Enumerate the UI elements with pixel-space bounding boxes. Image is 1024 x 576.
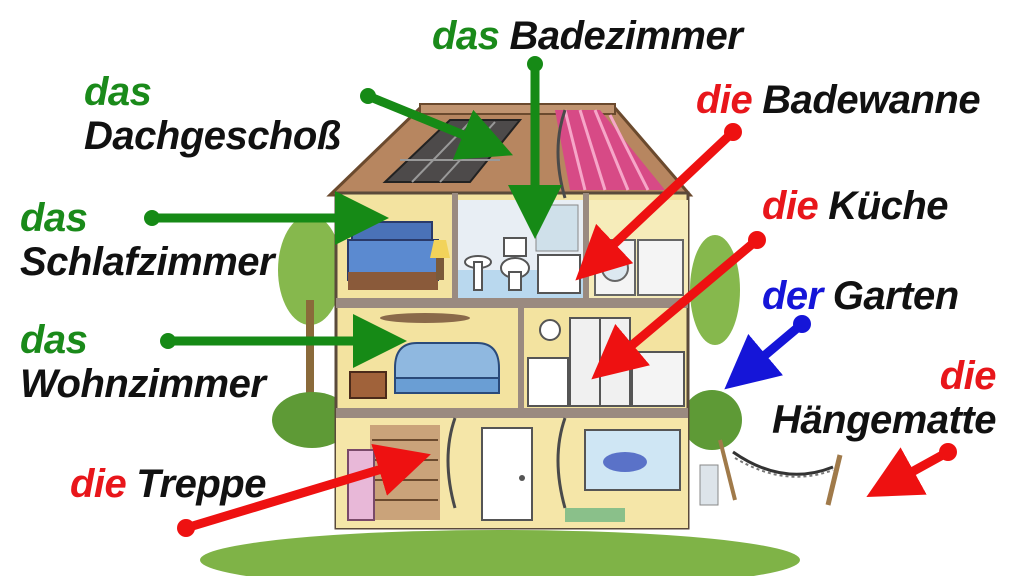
label-haengematte: die Hängematte: [746, 354, 996, 442]
label-schlafzimmer: das Schlafzimmer: [20, 196, 275, 284]
noun: Schlafzimmer: [20, 240, 275, 284]
noun: Treppe: [136, 462, 266, 506]
arrow-kueche: [591, 236, 760, 380]
basement: [336, 109, 688, 528]
article: das: [20, 318, 88, 362]
arrow-badewanne: [575, 128, 737, 281]
article: die: [939, 354, 997, 398]
article: das: [432, 14, 500, 58]
label-arrows: [144, 56, 957, 537]
living-room-furniture: [349, 313, 500, 399]
arrow-garten: [724, 320, 805, 390]
noun: Hängematte: [772, 398, 996, 442]
noun: Dachgeschoß: [84, 114, 341, 158]
arrow-treppe: [184, 443, 431, 533]
article: das: [84, 70, 152, 114]
label-wohnzimmer: das Wohnzimmer: [20, 318, 266, 406]
arrow-dachgeschoss: [366, 91, 513, 160]
noun: Küche: [828, 184, 949, 228]
label-dachgeschoss: das Dachgeschoß: [84, 70, 341, 158]
article: die: [70, 462, 127, 506]
article: die: [696, 78, 753, 122]
noun: Wohnzimmer: [20, 362, 266, 406]
noun: Badezimmer: [509, 14, 743, 58]
noun: Badewanne: [762, 78, 981, 122]
roof: [326, 103, 694, 197]
arrow-haengematte: [866, 447, 951, 498]
noun: Garten: [832, 274, 959, 318]
article: der: [762, 274, 823, 318]
article: das: [20, 196, 88, 240]
hammock: [699, 439, 843, 506]
article: die: [762, 184, 819, 228]
